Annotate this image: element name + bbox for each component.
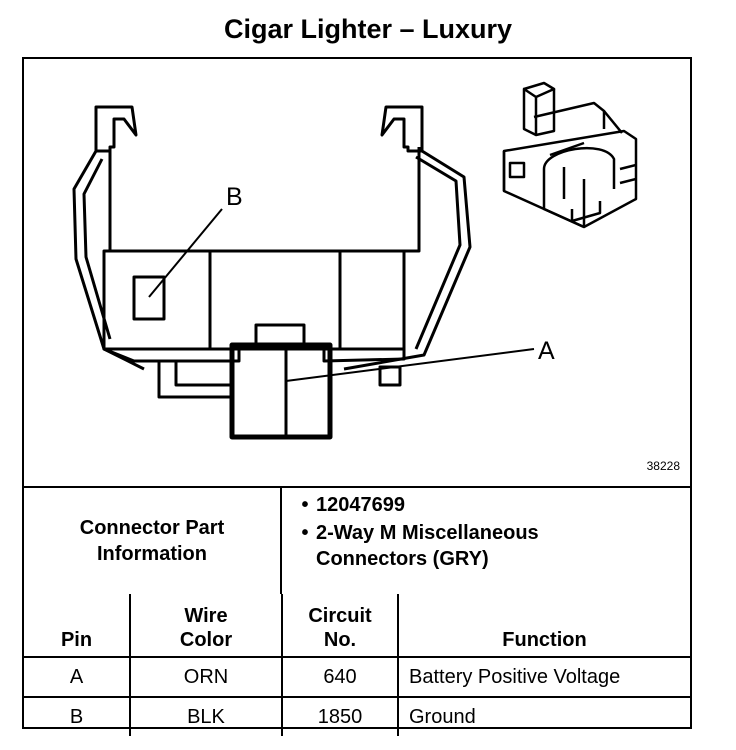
connector-drawing <box>72 81 638 440</box>
connector-info-label-line1: Connector Part <box>79 517 225 539</box>
callout-b-label: B <box>226 183 243 211</box>
table-row: B BLK 1850 Ground <box>24 696 690 736</box>
connector-isometric-view <box>502 81 638 229</box>
function-cell: Battery Positive Voltage <box>397 656 690 698</box>
pin-cell: B <box>24 696 131 736</box>
connector-info-section: Connector Part Information • 12047699 • … <box>24 486 690 594</box>
connector-frame: B A 38228 Connector Part Information • 1… <box>22 57 692 736</box>
terminal-b-cavity <box>132 275 166 321</box>
connector-part-number: 12047699 <box>316 494 405 516</box>
figure-number: 38228 <box>646 459 680 473</box>
upper-tray <box>108 147 421 253</box>
terminal-a-block <box>229 342 333 440</box>
bullet: • <box>301 522 309 544</box>
main-body <box>102 249 406 351</box>
pin-table: Pin Wire Color Circuit No. Function A OR… <box>24 594 690 736</box>
circuit-cell: 640 <box>281 656 399 698</box>
connector-info-label: Connector Part Information <box>24 488 282 594</box>
connector-info-values: • 12047699 • 2-Way M Miscellaneous Conne… <box>294 492 684 574</box>
left-latch-arm <box>94 105 138 153</box>
left-inner-arm <box>82 158 112 340</box>
right-latch-arm <box>380 105 424 153</box>
wire-color-cell: BLK <box>129 696 283 736</box>
terminal-tab <box>254 323 306 347</box>
pin-cell: A <box>24 656 131 698</box>
wire-color-header: Wire Color <box>129 594 283 658</box>
right-inner-arm <box>414 155 462 350</box>
lower-right-tab <box>378 365 402 387</box>
pin-table-header: Pin Wire Color Circuit No. Function <box>24 594 690 658</box>
lower-left-tab <box>157 361 232 399</box>
circuit-header: Circuit No. <box>281 594 399 658</box>
bullet: • <box>301 494 309 516</box>
callout-a-label: A <box>538 337 555 365</box>
circuit-cell: 1850 <box>281 696 399 736</box>
connector-info-item: • 12047699 <box>294 492 684 518</box>
connector-description-line1: 2-Way M Miscellaneous <box>316 522 539 544</box>
connector-diagram: B A 38228 <box>24 59 690 486</box>
connector-info-label-line2: Information <box>97 543 207 565</box>
connector-info-item: • 2-Way M Miscellaneous Connectors (GRY) <box>294 520 684 572</box>
connector-description-line2: Connectors (GRY) <box>316 548 489 570</box>
function-header: Function <box>397 594 690 658</box>
function-cell: Ground <box>397 696 690 736</box>
wire-color-cell: ORN <box>129 656 283 698</box>
page-title: Cigar Lighter – Luxury <box>223 14 513 44</box>
right-outer-arm <box>343 149 472 371</box>
pin-header: Pin <box>24 594 131 658</box>
table-row: A ORN 640 Battery Positive Voltage <box>24 656 690 698</box>
callout-b-leader <box>148 208 223 298</box>
callout-a-leader <box>285 348 535 382</box>
